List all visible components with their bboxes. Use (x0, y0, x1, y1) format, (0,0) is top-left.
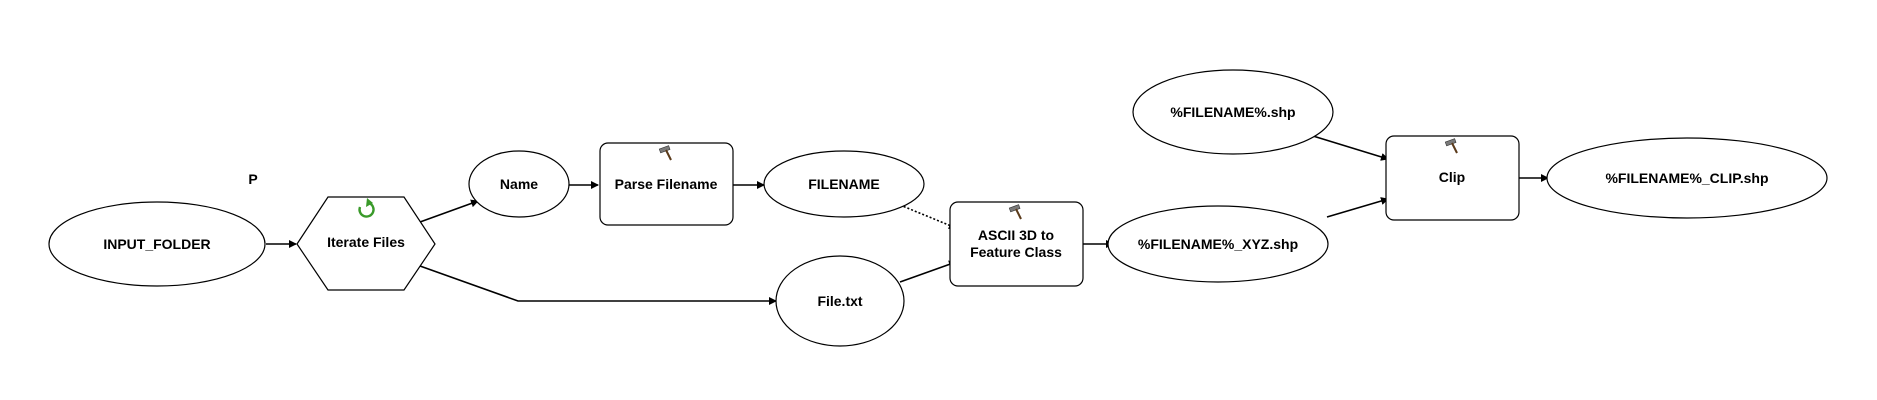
node-iterate-files[interactable]: Iterate Files (296, 196, 436, 291)
node-ascii-label-line2: Feature Class (970, 244, 1062, 260)
node-filename-clip-shp[interactable]: %FILENAME%_CLIP.shp (1546, 137, 1828, 219)
node-clip[interactable]: Clip (1385, 135, 1520, 221)
node-iterate-files-label: Iterate Files (327, 234, 405, 250)
node-parse-filename-label: Parse Filename (615, 176, 718, 192)
connector-xyz-to-clip (1326, 197, 1389, 218)
connector-file-txt-to-ascii (899, 260, 957, 283)
node-file-txt[interactable]: File.txt (775, 255, 905, 347)
node-ascii-3d-to-feature-class[interactable]: ASCII 3D to Feature Class (949, 201, 1084, 287)
node-input-folder-label: INPUT_FOLDER (103, 236, 210, 252)
parameter-marker: P (248, 171, 257, 187)
connectors (266, 135, 1549, 305)
node-filename[interactable]: FILENAME (763, 150, 925, 218)
node-filename-xyz-shp[interactable]: %FILENAME%_XYZ.shp (1107, 205, 1329, 283)
iterate-arrow-icon (358, 198, 375, 218)
node-input-folder[interactable]: INPUT_FOLDER (48, 201, 266, 287)
node-parse-filename[interactable]: Parse Filename (599, 142, 734, 226)
node-name-label: Name (500, 176, 538, 192)
connector-iterate-to-file-txt (419, 265, 777, 305)
node-filename-label: FILENAME (808, 176, 880, 192)
node-filename-shp-label: %FILENAME%.shp (1170, 104, 1295, 120)
connector-filename-to-ascii-precondition (899, 204, 957, 230)
node-filename-xyz-shp-label: %FILENAME%_XYZ.shp (1138, 236, 1298, 252)
connector-iterate-to-name (419, 199, 479, 223)
node-name[interactable]: Name (468, 150, 570, 218)
node-filename-clip-shp-label: %FILENAME%_CLIP.shp (1605, 170, 1768, 186)
connector-shp-to-clip (1312, 135, 1389, 161)
node-ascii-label-line1: ASCII 3D to (978, 227, 1054, 243)
node-file-txt-label: File.txt (817, 293, 862, 309)
node-filename-shp[interactable]: %FILENAME%.shp (1132, 69, 1334, 155)
node-clip-label: Clip (1439, 169, 1465, 185)
